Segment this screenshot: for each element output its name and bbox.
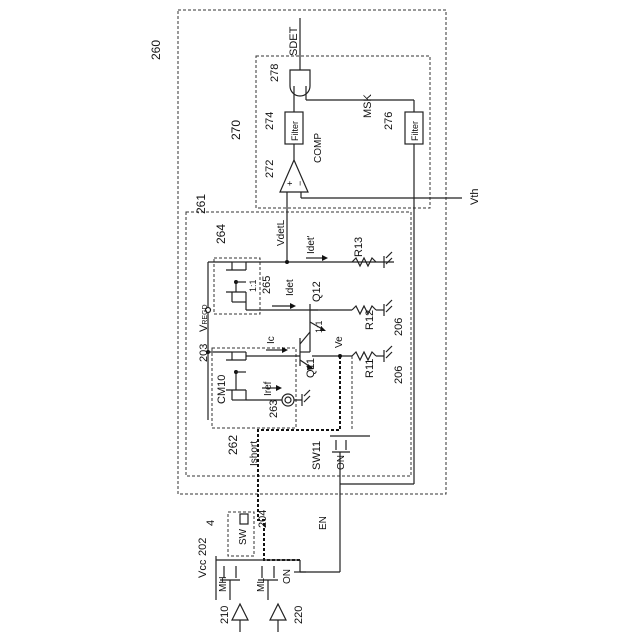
r11-label: R11 xyxy=(364,359,376,378)
ic-label: Ic xyxy=(266,336,277,344)
label-4: 4 xyxy=(205,520,217,526)
buffer-220 xyxy=(270,604,286,620)
q12-label: Q12 xyxy=(311,281,323,302)
iref-label: Iref xyxy=(263,381,274,396)
comparator-272 xyxy=(280,160,308,192)
label-203: 203 xyxy=(198,344,210,362)
on-ml-label: ON xyxy=(282,569,293,584)
vth-label: Vth xyxy=(469,188,481,205)
block-261 xyxy=(186,212,411,476)
label-202: 202 xyxy=(197,538,209,556)
ml-label: ML xyxy=(256,578,267,592)
and-gate-278 xyxy=(290,70,310,96)
idet-label: Idet xyxy=(285,279,296,296)
msk-label: MSK xyxy=(362,94,374,119)
q11-label: Q11 xyxy=(305,358,317,378)
label-210: 210 xyxy=(219,606,231,624)
ratio-top: 1:1 xyxy=(248,279,258,292)
svg-text:+: + xyxy=(285,181,295,186)
vregd-label: VREGD xyxy=(198,304,210,332)
label-264: 264 xyxy=(214,224,228,244)
label-204: 204 xyxy=(257,510,269,528)
label-276: 276 xyxy=(383,112,395,130)
sw11-label: SW11 xyxy=(311,441,323,470)
ve-label: Ve xyxy=(334,336,345,348)
filter-274-text: Filter xyxy=(290,121,300,141)
label-270: 270 xyxy=(229,120,243,140)
label-278: 278 xyxy=(269,64,281,82)
ratio-mid: 1:1 xyxy=(314,320,324,333)
ishort-label: Ishort xyxy=(249,441,260,466)
en-label: EN xyxy=(318,516,329,530)
filter-276-text: Filter xyxy=(410,121,420,141)
label-272: 272 xyxy=(264,160,276,178)
cm10-label: CM10 xyxy=(216,375,228,404)
label-263: 263 xyxy=(268,400,280,418)
sw-label: SW xyxy=(238,528,249,545)
label-265: 265 xyxy=(261,276,273,294)
svg-text:−: − xyxy=(295,181,305,186)
comp-label: COMP xyxy=(313,133,324,163)
label-262: 262 xyxy=(226,435,240,455)
mh-label: MH xyxy=(218,576,229,592)
label-206a: 206 xyxy=(393,318,405,336)
r12-label: R12 xyxy=(364,310,376,330)
on-sw11-label: ON xyxy=(336,455,347,470)
switch-sw xyxy=(240,514,248,524)
r13-label: R13 xyxy=(353,237,365,257)
sdet-label: SDET xyxy=(288,26,300,56)
label-260: 260 xyxy=(149,40,163,60)
label-261: 261 xyxy=(194,194,208,214)
vdetl-label: VdetL xyxy=(276,219,287,246)
label-274: 274 xyxy=(264,112,276,130)
label-220: 220 xyxy=(293,606,305,624)
label-206b: 206 xyxy=(393,366,405,384)
buffer-210 xyxy=(232,604,248,620)
vcc-label: Vcc xyxy=(197,559,209,578)
idet-prime-label: Idet' xyxy=(306,235,317,254)
block-270 xyxy=(256,56,430,208)
